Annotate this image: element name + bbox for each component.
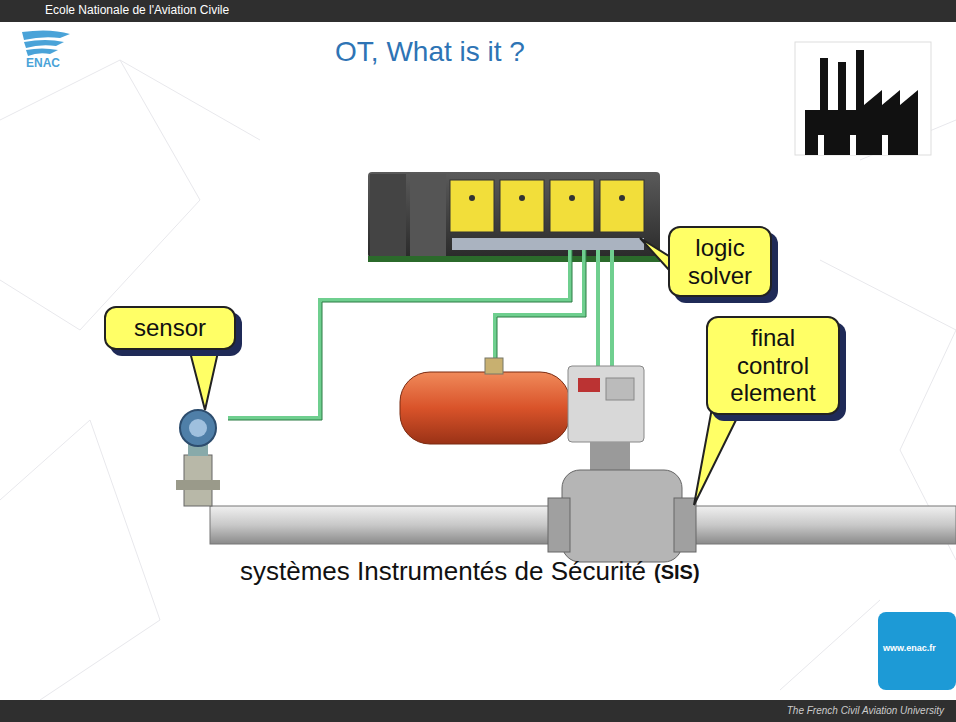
acronym: (SIS) [654, 561, 700, 584]
callout-text: logic solver [680, 234, 760, 289]
caption: systèmes Instrumentés de Sécurité [240, 556, 646, 587]
footer-text: The French Civil Aviation University [787, 705, 944, 716]
slide-title: OT, What is it ? [0, 36, 860, 68]
web-address: www.enac.fr [883, 643, 936, 653]
final-control-callout: final control element [706, 316, 840, 415]
callout-text: final control element [718, 324, 828, 407]
header-bar [0, 0, 956, 22]
final-control-valve [400, 358, 696, 562]
logic-solver-plc [368, 172, 660, 262]
callout-text: sensor [116, 314, 224, 342]
logo-text: ENAC [26, 56, 60, 70]
sensor-callout: sensor [104, 306, 236, 350]
header-text: Ecole Nationale de l'Aviation Civile [45, 3, 229, 17]
logic-solver-callout: logic solver [668, 226, 772, 297]
callout-tails [190, 238, 736, 505]
factory-icon [795, 42, 931, 155]
enac-logo [22, 30, 70, 56]
footer-bar [0, 700, 956, 722]
background-mesh [0, 60, 956, 700]
sensor-transmitter [176, 410, 220, 506]
web-tab [878, 612, 956, 690]
